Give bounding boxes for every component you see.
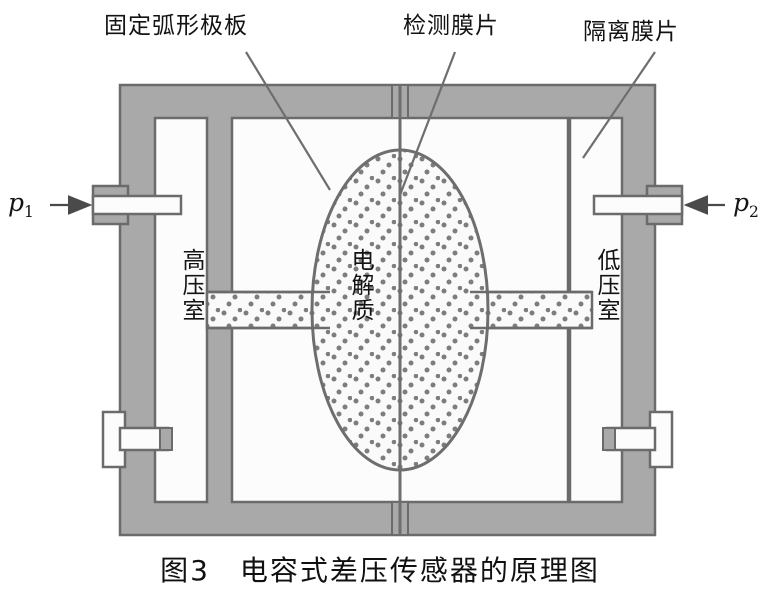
pressure-label-p2: p2 (733, 188, 759, 221)
chamber-label-high-pressure: 高压室 (178, 248, 204, 323)
leader-line-fixed-arc-plate (245, 51, 331, 191)
right-bolt-tip (602, 427, 616, 451)
pressure-label-p1: p1 (8, 188, 34, 221)
pressure-subscript-p1: 1 (24, 203, 34, 221)
pressure-subscript-p2: 2 (749, 203, 759, 221)
callout-leader-lines (245, 51, 656, 196)
fluid-label-electrolyte: 电解质 (347, 248, 373, 323)
pressure-symbol-p2: p (733, 188, 750, 217)
channel-capsule-joints (207, 290, 592, 330)
left-bolt-tip (159, 427, 173, 451)
callout-label-fixed-arc-plate: 固定弧形极板 (104, 13, 248, 39)
left-inlet-port (91, 184, 183, 226)
chamber-label-low-pressure: 低压室 (593, 248, 619, 323)
right-inlet-port (592, 184, 684, 226)
leader-line-sensing-diaphragm (398, 51, 457, 196)
sensing-diaphragm-element (391, 84, 409, 536)
right-port-bore (592, 194, 684, 216)
leader-line-isolating-diaphragm (582, 51, 656, 159)
left-port-bore (91, 194, 183, 216)
left-bolt (101, 410, 173, 469)
pressure-symbol-p1: p (8, 188, 25, 217)
right-bolt (602, 410, 674, 469)
callout-label-sensing-diaphragm: 检测膜片 (403, 13, 499, 39)
figure-caption: 图3 电容式差压传感器的原理图 (160, 554, 600, 587)
callout-label-isolating-diaphragm: 隔离膜片 (583, 19, 679, 45)
